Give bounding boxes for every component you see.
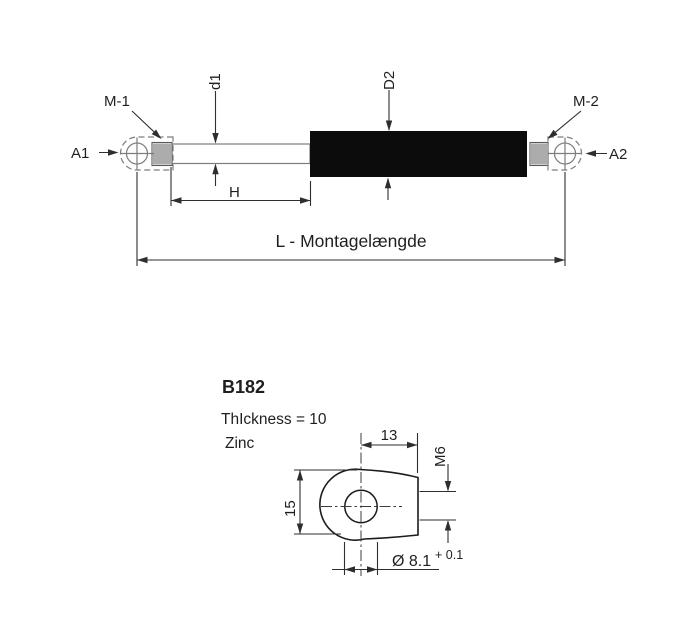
rod-length-label: H xyxy=(229,184,240,201)
dimension-h: H xyxy=(170,167,312,206)
thread-left xyxy=(151,141,173,167)
thread-right xyxy=(529,141,549,167)
material-note: Zinc xyxy=(225,435,255,452)
dimension-13: 13 xyxy=(361,427,419,473)
hole-tolerance-label: + 0.1 xyxy=(435,548,463,562)
dimension-hole: Ø 8.1 + 0.1 xyxy=(332,542,463,575)
connection-1-label: A1 xyxy=(71,145,89,162)
centerlines xyxy=(321,433,402,576)
dimension-m6: M6 xyxy=(419,446,456,543)
end-fitting-2-label: M-2 xyxy=(573,93,599,110)
gas-spring-main-view: d1 D2 H L - Montagelængde M-1 xyxy=(71,71,627,266)
dimension-15: 15 xyxy=(282,469,357,535)
rod-diameter-label: d1 xyxy=(207,73,224,90)
end-fitting-1-label: M-1 xyxy=(104,93,130,110)
width-dim-label: 13 xyxy=(381,427,398,444)
thickness-note: ThIckness = 10 xyxy=(221,411,327,428)
hole-diameter-label: Ø 8.1 xyxy=(392,553,431,570)
dimension-l: L - Montagelængde xyxy=(136,172,566,266)
callout-a1: A1 xyxy=(71,145,119,162)
part-number: B182 xyxy=(222,377,265,397)
callout-m1: M-1 xyxy=(104,93,162,139)
callout-m2: M-2 xyxy=(547,93,599,139)
mounting-length-label: L - Montagelængde xyxy=(275,231,426,251)
dimension-d2: D2 xyxy=(381,71,398,200)
tube-diameter-label: D2 xyxy=(381,71,398,90)
height-dim-label: 15 xyxy=(282,500,299,517)
connection-2-label: A2 xyxy=(609,146,627,163)
eyelet-left xyxy=(119,136,174,171)
cylinder-body xyxy=(310,131,527,177)
eyelet-detail-view: B182 ThIckness = 10 Zinc 13 M6 15 xyxy=(221,377,463,576)
callout-a2: A2 xyxy=(585,146,627,163)
thread-dim-label: M6 xyxy=(432,446,449,467)
eyelet-right xyxy=(547,136,583,171)
dimension-d1: d1 xyxy=(207,73,224,186)
piston-rod xyxy=(171,143,311,165)
